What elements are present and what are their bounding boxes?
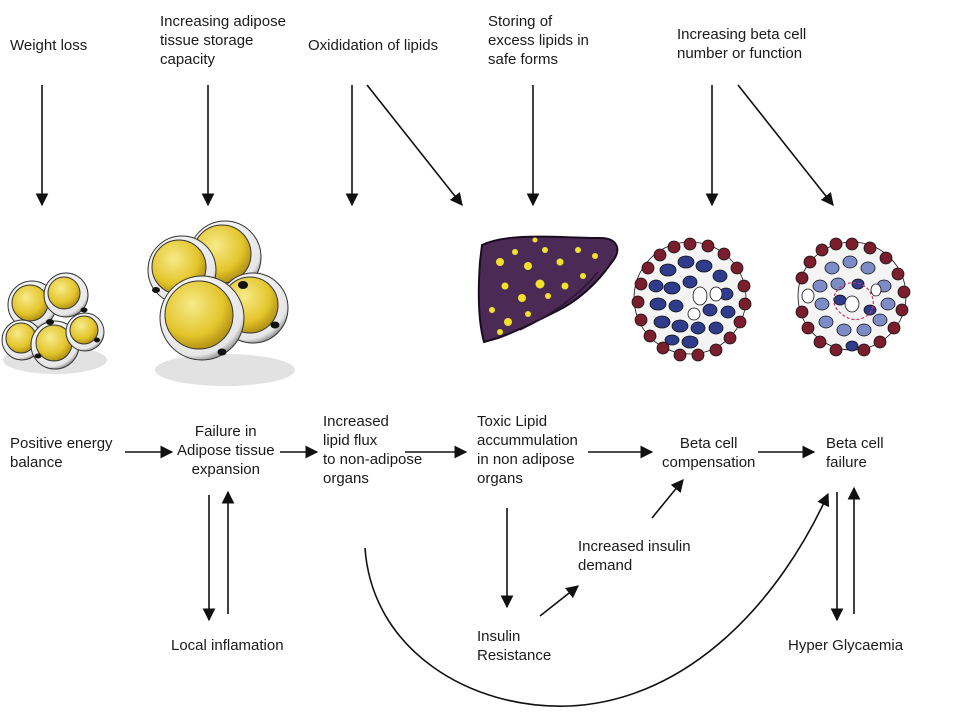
label-beta-compensation: Beta cell compensation (662, 435, 756, 471)
label-safe-storage: Storing of excess lipids in safe forms (488, 13, 589, 68)
label-beta-cell: Increasing beta cell number or function (677, 26, 807, 62)
small-fat-cells-illustration (1, 272, 107, 374)
arrow-demand-to-compensation (651, 479, 684, 519)
label-lipid-oxidation: Oxididation of lipids (308, 37, 439, 54)
intervention-arrows (35, 84, 834, 207)
label-insulin-resistance: Insulin Resistance (477, 628, 552, 664)
label-toxic-lipid: Toxic Lipid accummulation in non adipose… (477, 413, 578, 487)
arrow-beta-cell-failure (737, 84, 834, 207)
label-local-inflammation: Local inflamation (171, 637, 284, 654)
label-insulin-demand: Increased insulin demand (578, 538, 691, 574)
label-weight-loss: Weight loss (10, 37, 88, 54)
arrow-resistance-to-demand (539, 585, 580, 617)
islet-compensation-illustration (631, 237, 752, 362)
label-lipid-flux: Increased lipid flux to non-adipose orga… (323, 413, 423, 487)
label-positive-energy: Positive energy balance (10, 435, 113, 471)
large-fat-cells-illustration (147, 220, 295, 386)
label-adipose-storage: Increasing adipose tissue storage capaci… (160, 13, 286, 68)
islet-failure-illustration (795, 237, 911, 357)
arrow-oxidation-liver (366, 84, 463, 207)
liver-illustration (477, 235, 619, 344)
arrow-flux-to-beta-failure-curve (364, 492, 830, 707)
label-beta-failure: Beta cell failure (826, 435, 884, 471)
label-adipose-failure: Failure in Adipose tissue expansion (177, 423, 275, 478)
label-hyperglycaemia: Hyper Glycaemia (788, 637, 904, 654)
pathway-arrows (125, 445, 861, 707)
